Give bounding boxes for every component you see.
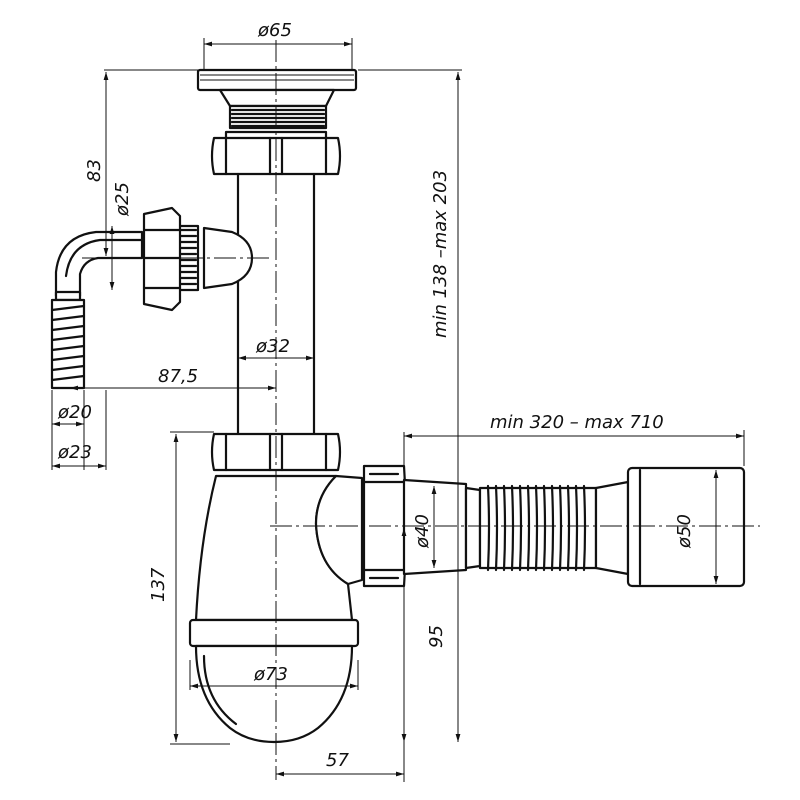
dim-d73: ø73 [253, 664, 288, 685]
bottle-trap-body [188, 474, 364, 744]
dim-h83: 83 [84, 159, 105, 182]
dim-d25: ø25 [112, 182, 133, 217]
dim-d23: ø23 [57, 442, 92, 463]
dim-range-height: min 138 –max 203 [430, 170, 451, 338]
dim-d32: ø32 [255, 336, 290, 357]
dim-d40: ø40 [412, 514, 433, 549]
upper-nut [210, 130, 342, 176]
vertical-pipe [236, 172, 316, 438]
centre-lines [82, 40, 760, 780]
dim-d65: ø65 [257, 20, 292, 41]
elbow-hose-connector [50, 230, 144, 390]
dim-h95: 95 [426, 625, 447, 648]
dim-l87-5: 87,5 [158, 366, 198, 387]
drain-flange [196, 68, 358, 130]
dim-d20: ø20 [57, 402, 92, 423]
side-inlet-fitting [142, 206, 254, 312]
dimension-labels: ø65 83 ø25 min 138 –max 203 ø32 87,5 ø20… [57, 20, 695, 771]
dimension-lines [52, 41, 744, 777]
dim-d50: ø50 [674, 514, 695, 549]
dim-w57: 57 [326, 750, 349, 771]
extension-lines [51, 38, 745, 782]
dim-h137: 137 [148, 567, 169, 602]
dim-range-length: min 320 – max 710 [490, 412, 664, 433]
